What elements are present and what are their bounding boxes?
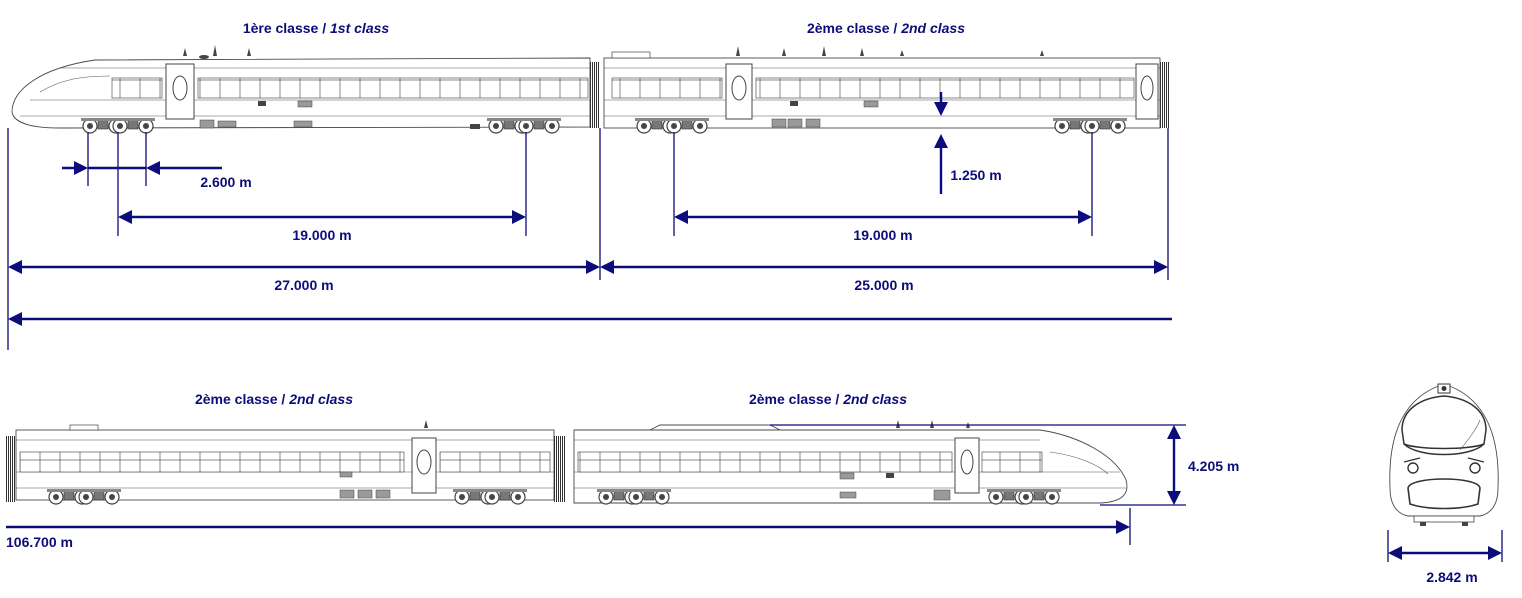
end-car-length-label: 27.000 m (274, 277, 333, 293)
intermediate-car-2nd-class-b (6, 420, 566, 505)
car4-class-header: 2ème classe / 2nd class (749, 391, 907, 407)
car1-class-header: 1ère classe / 1st class (243, 20, 390, 36)
dimension-lines-top (7, 92, 1172, 350)
width-label: 2.842 m (1426, 569, 1477, 585)
floor-height-label: 1.250 m (950, 167, 1001, 183)
intermediate-car-length-label: 25.000 m (854, 277, 913, 293)
total-length-label: 106.700 m (6, 534, 73, 550)
car1-bogie-centres-label: 19.000 m (292, 227, 351, 243)
dimension-lines-front (1387, 530, 1503, 562)
end-car-2nd-class (573, 420, 1128, 505)
end-car-1st-class (11, 45, 600, 134)
height-label: 4.205 m (1188, 458, 1239, 474)
car2-class-header: 2ème classe / 2nd class (807, 20, 965, 36)
dimension-lines-bottom (6, 424, 1186, 545)
car3-class-header: 2ème classe / 2nd class (195, 391, 353, 407)
bogie-wheelbase-label: 2.600 m (200, 174, 251, 190)
intermediate-car-2nd-class (603, 46, 1170, 134)
car2-bogie-centres-label: 19.000 m (853, 227, 912, 243)
front-view-drawing (1389, 383, 1499, 526)
